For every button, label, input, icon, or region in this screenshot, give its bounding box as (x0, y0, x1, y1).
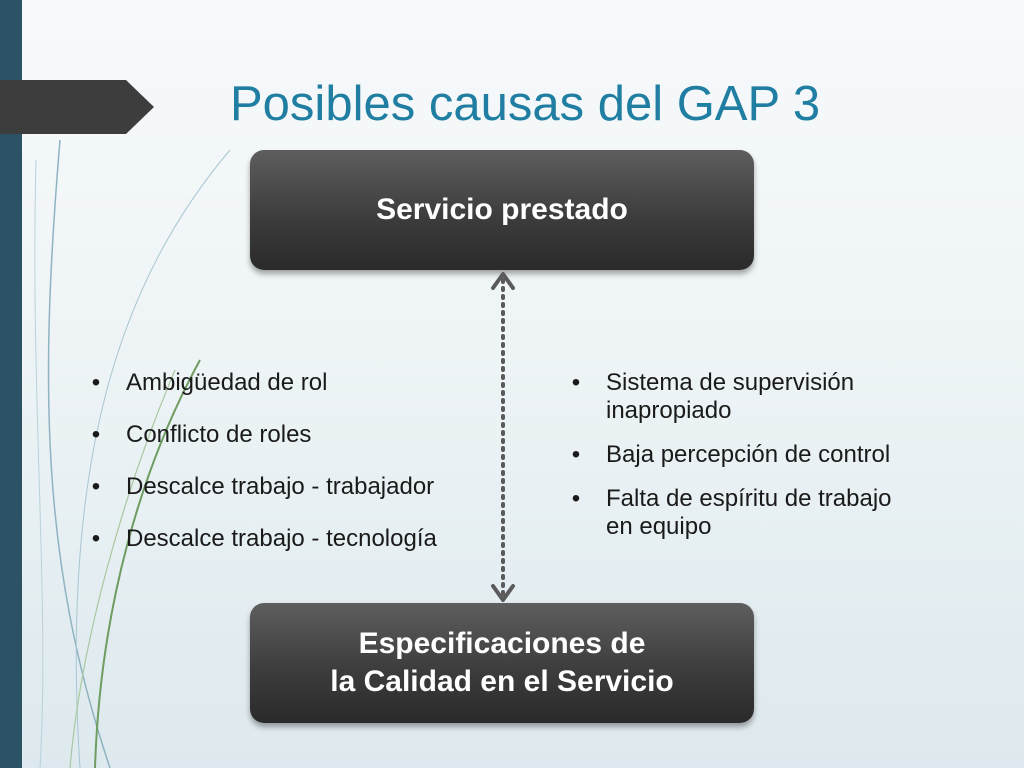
page-title: Posibles causas del GAP 3 (230, 77, 821, 131)
list-item-text: Descalce trabajo - tecnología (126, 525, 437, 552)
especificaciones-label-line2: la Calidad en el Servicio (330, 665, 674, 698)
list-item-text: Conflicto de roles (126, 421, 312, 448)
bullet-icon: • (91, 369, 101, 396)
bullet-icon: • (571, 485, 581, 512)
bullet-icon: • (91, 421, 101, 448)
servicio-prestado-box: Servicio prestado (250, 150, 754, 270)
list-item: • Ambigüedad de rol (86, 369, 506, 397)
especificaciones-label-line1: Especificaciones de (358, 627, 646, 660)
list-item-text: Baja percepción de control (606, 441, 891, 468)
list-item-text-continued: en equipo (606, 513, 712, 540)
list-item: • Descalce trabajo - tecnología (86, 525, 506, 553)
list-item: • Baja percepción de control (566, 441, 966, 469)
title-flag-shape (0, 80, 154, 134)
list-item: • Descalce trabajo - trabajador (86, 473, 506, 501)
list-item: • Conflicto de roles (86, 421, 506, 449)
servicio-prestado-label: Servicio prestado (376, 193, 628, 226)
list-item-text-continued: inapropiado (606, 397, 732, 424)
list-item-text: Ambigüedad de rol (126, 369, 328, 396)
decorative-swirl-lines (34, 139, 231, 768)
left-causes-list: • Ambigüedad de rol • Conflicto de roles •… (86, 369, 506, 577)
list-item-text: Falta de espíritu de trabajo (606, 485, 892, 512)
list-item-text: Sistema de supervisión (606, 369, 855, 396)
bullet-icon: • (91, 473, 101, 500)
bullet-icon: • (571, 369, 581, 396)
especificaciones-calidad-box: Especificaciones de la Calidad en el Ser… (250, 603, 754, 723)
bullet-icon: • (571, 441, 581, 468)
list-item-text: Descalce trabajo - trabajador (126, 473, 435, 500)
bullet-icon: • (91, 525, 101, 552)
left-sidebar-bar (0, 0, 22, 768)
